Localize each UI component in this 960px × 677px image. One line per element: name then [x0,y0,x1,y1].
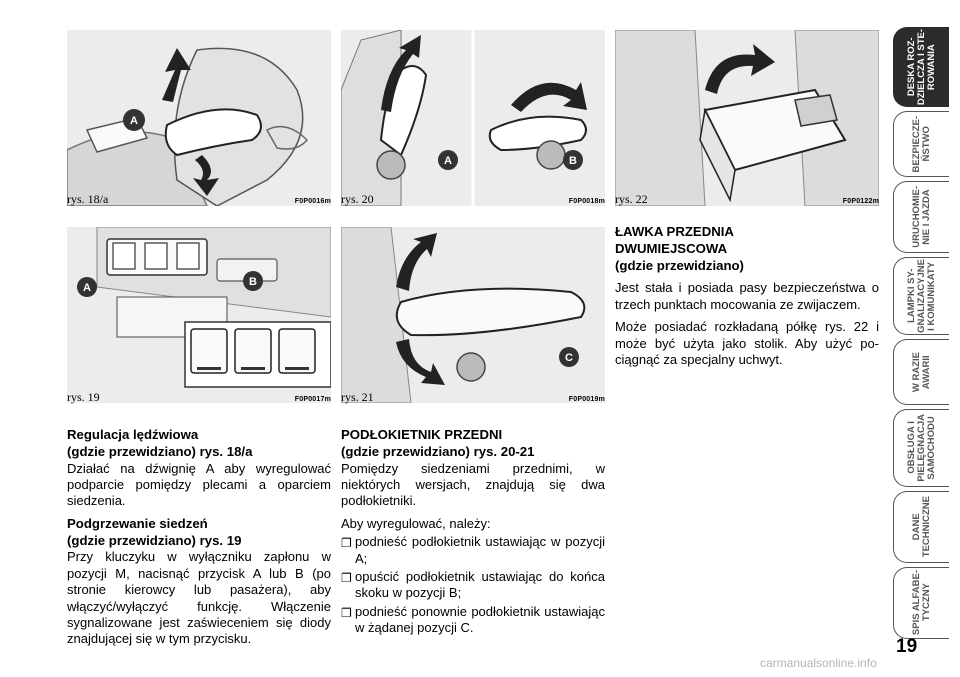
marker-a: A [444,155,452,167]
list-item: ❐opuścić podłokietnik ustawiając do końc… [341,569,605,601]
chapter-sidebar: DESKA ROZ- DZIELCZA I STE- ROWANIA BEZPI… [893,27,949,643]
tab-emergency[interactable]: W RAZIE AWARII [893,339,949,405]
figure-code: F0P0018m [568,198,605,205]
marker-a: A [130,115,138,127]
bench-tray-illustration [615,30,879,206]
page-number: 19 [896,636,918,657]
marker-a-circle [123,109,145,131]
figure-22-caption: rys. 22 F0P0122m [615,192,879,207]
seat-heating-buttons-illustration: A B [67,227,331,403]
figure-code: F0P0019m [568,396,605,403]
heading-bench: ŁAWKA PRZEDNIA DWUMIEJSCOWA (gdzie przew… [615,224,744,273]
column-armrest: PODŁOKIETNIK PRZEDNI (gdzie przewidziano… [341,427,605,639]
armrest-positions-illustration: A B [341,30,605,206]
figure-label: rys. 22 [615,192,648,206]
figure-18a-caption: rys. 18/a F0P0016m [67,192,331,207]
tab-safety[interactable]: BEZPIECZE- ŃSTWO [893,111,949,177]
armrest-steps-list: ❐podnieść podłokietnik ustawiając w pozy… [341,534,605,636]
figure-code: F0P0017m [294,396,331,403]
figure-code: F0P0016m [294,198,331,205]
figure-18a: A [67,30,331,206]
marker-a: A [83,282,91,294]
paragraph-armrest-intro: Pomiędzy siedzeniami przednimi, w niektó… [341,460,605,509]
list-item: ❐podnieść podłokietnik ustawiając w pozy… [341,534,605,566]
paragraph-bench-2: Może posiadać rozkładaną półkę rys. 22 i… [615,319,879,368]
tab-starting-driving[interactable]: URUCHOMIE- NIE I JAZDA [893,181,949,253]
marker-c: C [565,352,573,364]
paragraph-armrest-howto: Aby wyregulować, należy: [341,515,491,531]
figure-19-caption: rys. 19 F0P0017m [67,390,331,405]
paragraph-bench-1: Jest stała i posiada pasy bezpieczeństwa… [615,280,879,312]
watermark: carmanualsonline.info [760,656,877,670]
figure-code: F0P0122m [842,198,879,205]
figure-21-caption: rys. 21 F0P0019m [341,390,605,405]
heading-armrest: PODŁOKIETNIK PRZEDNI (gdzie przewidziano… [341,427,535,459]
tab-maintenance[interactable]: OBSŁUGA I PIELĘGNACJA SAMOCHODU [893,409,949,487]
list-item: ❐podnieść ponownie podłokietnik ustawiaj… [341,603,605,636]
tab-index[interactable]: SPIS ALFABE- TYCZNY [893,567,949,639]
armrest-raise-illustration: C [341,227,605,403]
paragraph-seat-heating: Przy kluczyku w wyłączniku zapłonu w poz… [67,549,331,647]
figure-20: A B [341,30,605,206]
tab-warning-lights[interactable]: LAMPKI SY- GNALIZACYJNE I KOMUNIKATY [893,257,949,335]
heading-seat-heating: Podgrzewanie siedzeń (gdzie przewidziano… [67,515,242,548]
heading-lumbar: Regulacja lędźwiowa (gdzie przewidziano)… [67,427,253,459]
tab-technical-data[interactable]: DANE TECHNICZNE [893,491,949,563]
figure-label: rys. 21 [341,390,374,404]
figure-19: A B [67,227,331,403]
tab-dashboard-controls[interactable]: DESKA ROZ- DZIELCZA I STE- ROWANIA [893,27,949,107]
figure-label: rys. 20 [341,192,374,206]
paragraph-lumbar: Działać na dźwignię A aby wyregulować po… [67,460,331,509]
figure-label: rys. 19 [67,390,100,404]
figure-22 [615,30,879,206]
figure-20-caption: rys. 20 F0P0018m [341,192,605,207]
column-lumbar-heating: Regulacja lędźwiowa (gdzie przewidziano)… [67,427,331,654]
lumbar-lever-illustration: A [67,30,331,206]
figure-label: rys. 18/a [67,192,109,206]
marker-b: B [569,155,577,167]
figure-21: C [341,227,605,403]
marker-b: B [249,276,257,288]
column-bench: ŁAWKA PRZEDNIA DWUMIEJSCOWA (gdzie przew… [615,224,879,374]
